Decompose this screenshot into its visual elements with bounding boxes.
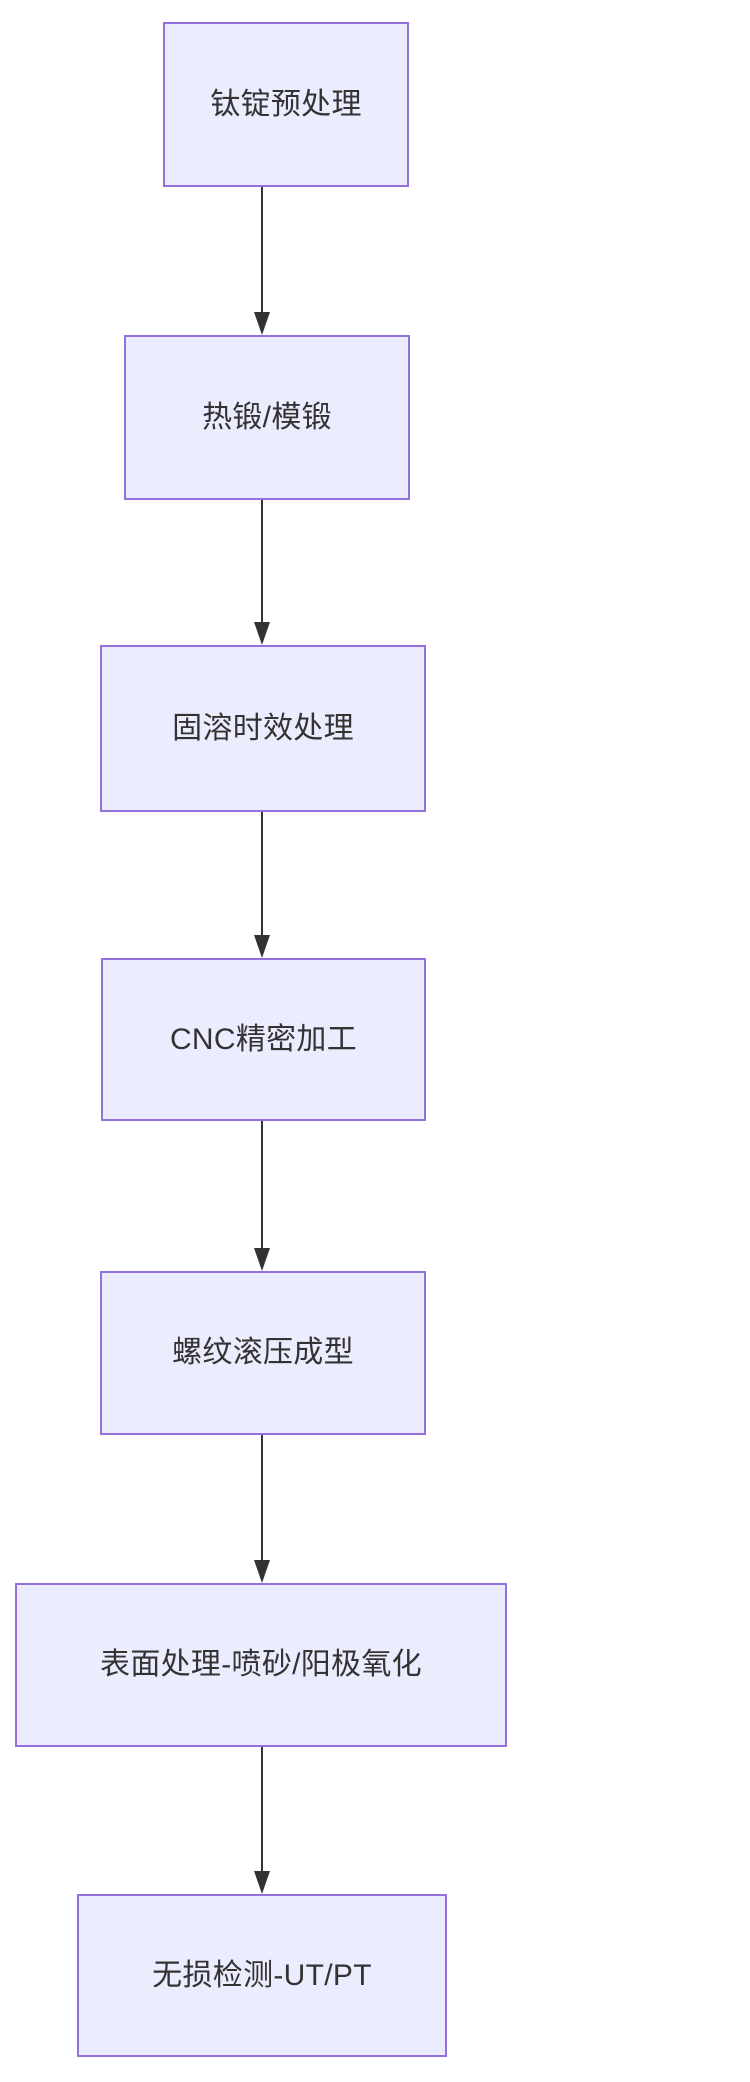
flow-node-label: 表面处理-喷砂/阳极氧化	[100, 1648, 422, 1681]
edge-n6-to-n7	[247, 1747, 277, 1894]
edge-n2-to-n3	[247, 500, 277, 645]
flow-node-solution-aging-treatment[interactable]: 固溶时效处理	[100, 645, 426, 812]
flow-node-cnc-precision-machining[interactable]: CNC精密加工	[101, 958, 426, 1121]
edge-n4-to-n5	[247, 1121, 277, 1271]
flow-node-label: 固溶时效处理	[172, 711, 354, 745]
flow-node-label: CNC精密加工	[169, 1022, 358, 1056]
edge-n3-to-n4	[247, 812, 277, 958]
flow-node-label: 钛锭预处理	[210, 87, 362, 121]
flow-node-titanium-ingot-pretreatment[interactable]: 钛锭预处理	[163, 22, 409, 187]
arrow-head-icon	[254, 622, 270, 645]
arrow-head-icon	[254, 1871, 270, 1894]
arrow-head-icon	[254, 312, 270, 335]
arrow-head-icon	[254, 1248, 270, 1271]
flow-node-surface-treatment[interactable]: 表面处理-喷砂/阳极氧化	[15, 1583, 507, 1747]
edge-n5-to-n6	[247, 1435, 277, 1583]
edge-n1-to-n2	[247, 187, 277, 335]
flow-node-hot-forging[interactable]: 热锻/模锻	[124, 335, 410, 500]
flow-node-non-destructive-testing[interactable]: 无损检测-UT/PT	[77, 1894, 447, 2057]
flow-node-label: 无损检测-UT/PT	[152, 1958, 372, 1992]
flow-node-label: 热锻/模锻	[202, 400, 332, 434]
flow-node-thread-rolling[interactable]: 螺纹滚压成型	[100, 1271, 426, 1435]
flow-node-label: 螺纹滚压成型	[172, 1336, 354, 1369]
arrow-head-icon	[254, 1560, 270, 1583]
arrow-head-icon	[254, 935, 270, 958]
